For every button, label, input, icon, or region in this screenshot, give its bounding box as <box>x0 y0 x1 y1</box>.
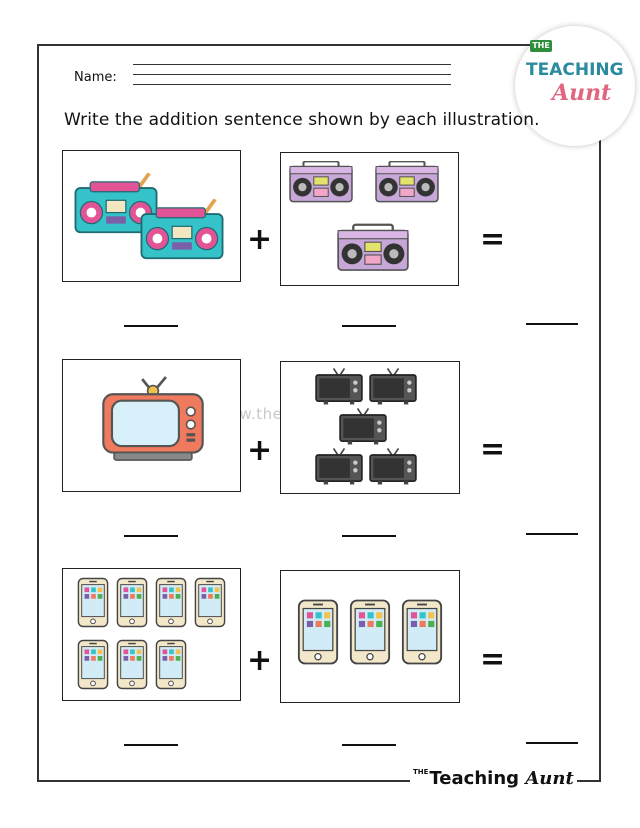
problem-3-left-box <box>62 568 241 701</box>
problem-2-right-box <box>280 361 460 494</box>
logo-aunt: Aunt <box>552 80 612 106</box>
boombox-icon <box>375 161 439 203</box>
phone-icon <box>297 597 339 667</box>
tv-icon <box>315 368 363 406</box>
problem-1-left-box <box>62 150 241 282</box>
name-line-middle[interactable] <box>133 74 451 75</box>
plus-sign: + <box>247 433 273 468</box>
boombox-icon <box>139 199 225 261</box>
tv-icon <box>315 448 363 486</box>
footer-logo-aunt: Aunt <box>525 768 574 789</box>
footer-logo: THETeaching Aunt <box>410 768 577 789</box>
boombox-icon <box>289 161 353 203</box>
name-line-top[interactable] <box>133 64 451 65</box>
footer-logo-the: THE <box>413 768 429 776</box>
phone-icon <box>401 597 443 667</box>
answer-blank-3sum[interactable] <box>526 742 578 744</box>
answer-blank-3a[interactable] <box>124 744 178 746</box>
tv-icon <box>369 368 417 406</box>
phone-icon <box>349 597 391 667</box>
boombox-icon <box>337 223 409 273</box>
phone-icon <box>77 637 109 692</box>
phone-icon <box>155 637 187 692</box>
problem-3-right-box <box>280 570 460 703</box>
answer-blank-1a[interactable] <box>124 325 178 327</box>
answer-blank-3b[interactable] <box>342 744 396 746</box>
tv-icon <box>339 408 387 446</box>
worksheet-border <box>37 44 601 782</box>
equals-sign: = <box>480 642 506 677</box>
logo-teaching: TEACHING <box>526 60 624 80</box>
problem-2-left-box <box>62 359 241 492</box>
answer-blank-1b[interactable] <box>342 325 396 327</box>
answer-blank-2a[interactable] <box>124 535 178 537</box>
name-label: Name: <box>74 70 117 85</box>
plus-sign: + <box>247 643 273 678</box>
equals-sign: = <box>480 222 506 257</box>
phone-icon <box>77 575 109 630</box>
phone-icon <box>194 575 226 630</box>
answer-blank-1sum[interactable] <box>526 323 578 325</box>
footer-logo-teaching: Teaching <box>429 768 520 789</box>
answer-blank-2b[interactable] <box>342 535 396 537</box>
name-line-bottom[interactable] <box>133 84 451 85</box>
phone-icon <box>116 575 148 630</box>
logo-the: THE <box>530 40 552 52</box>
answer-blank-2sum[interactable] <box>526 533 578 535</box>
problem-1-right-box <box>280 152 459 286</box>
phone-icon <box>155 575 187 630</box>
tv-icon <box>369 448 417 486</box>
tv-icon <box>99 374 207 462</box>
plus-sign: + <box>247 222 273 257</box>
equals-sign: = <box>480 432 506 467</box>
instructions: Write the addition sentence shown by eac… <box>64 110 540 130</box>
phone-icon <box>116 637 148 692</box>
